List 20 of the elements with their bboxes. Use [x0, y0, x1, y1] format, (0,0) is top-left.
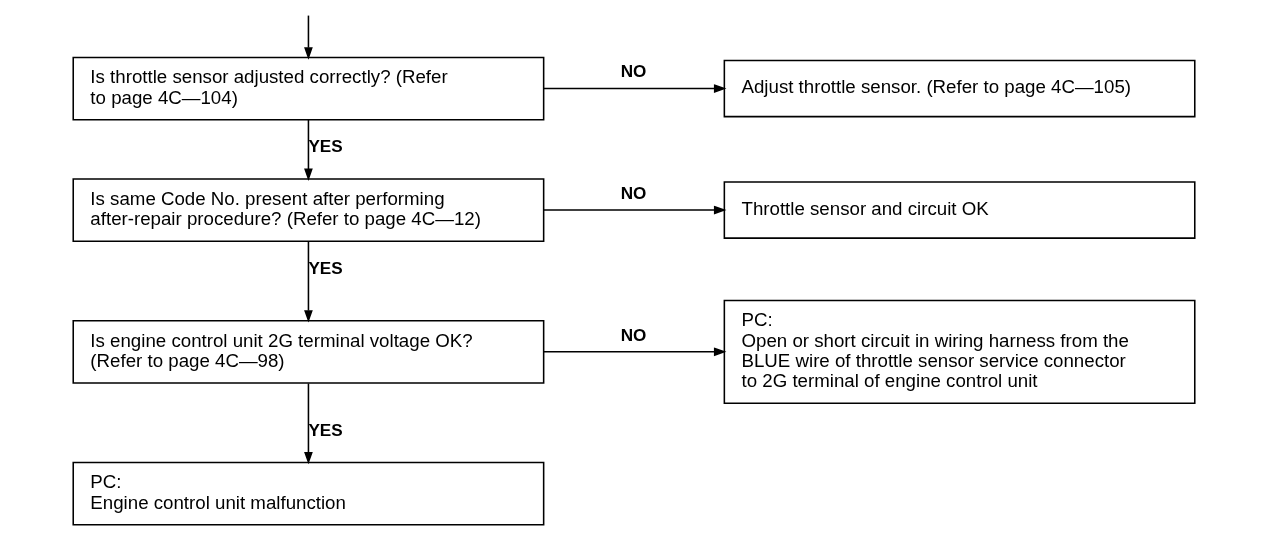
edge-label: NO [620, 61, 647, 82]
arrow [304, 119, 313, 182]
edge-label: YES [308, 419, 343, 440]
edge-label: YES [308, 257, 343, 278]
edge-label: YES [308, 136, 343, 157]
arrow [543, 205, 727, 215]
node-box: PC: Engine control unit malfunction [72, 461, 545, 526]
arrow [304, 240, 313, 323]
arrow [543, 347, 727, 357]
node-box: Throttle sensor and circuit OK [723, 181, 1196, 239]
node-box: PC: Open or short circuit in wiring harness from the BLUE wire of throttle sensor service connector to 2G terminal of engine control unit [723, 299, 1196, 404]
edge-label: NO [620, 182, 647, 203]
node-box: Adjust throttle sensor. (Refer to page 4C—105) [723, 59, 1196, 118]
edge-label: NO [620, 324, 647, 345]
arrow [304, 382, 313, 465]
node-box: Is throttle sensor adjusted correctly? (Refer to page 4C—104) [72, 56, 545, 121]
node-box: Is engine control unit 2G terminal voltage OK? (Refer to page 4C—98) [72, 319, 545, 384]
arrow [543, 84, 727, 93]
node-box: Is same Code No. present after performing after-repair procedure? (Refer to page 4C—12) [72, 178, 545, 242]
arrow [304, 14, 313, 60]
